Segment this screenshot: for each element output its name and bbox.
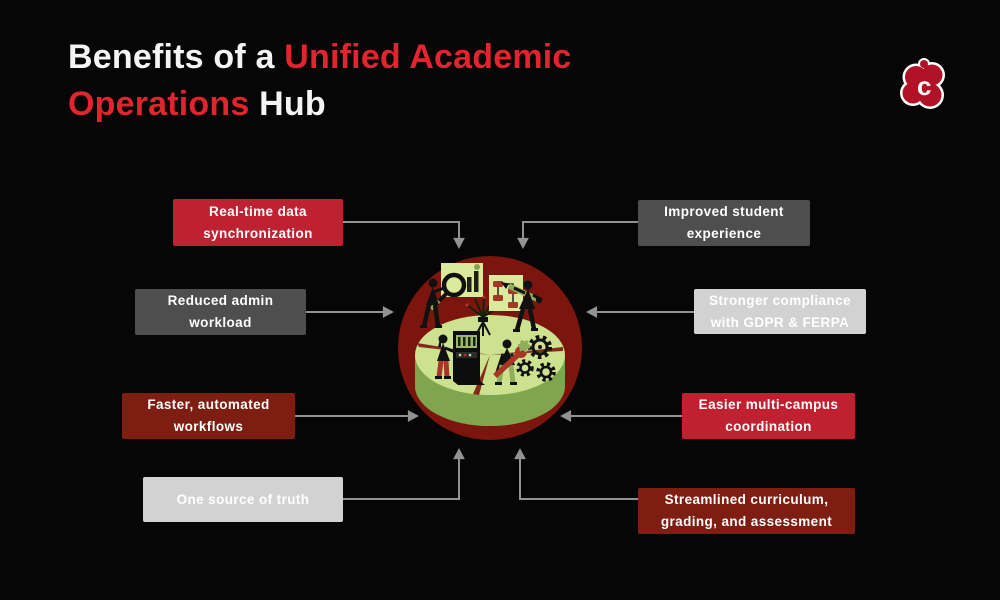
benefit-box-improved-student-experience: Improved student experience xyxy=(638,200,810,246)
page-title: Benefits of a Unified Academic Operation… xyxy=(68,34,748,127)
benefit-label: Streamlined curriculum, grading, and ass… xyxy=(660,492,833,529)
title-red-1: Unified Academic xyxy=(284,38,572,76)
flowchart-board-icon xyxy=(489,275,543,311)
benefit-box-streamlined-curriculum: Streamlined curriculum, grading, and ass… xyxy=(638,488,855,534)
central-hub-illustration xyxy=(398,256,582,440)
benefit-label: Faster, automated workflows xyxy=(147,397,270,434)
title-line-1: Benefits of a Unified Academic xyxy=(68,34,748,81)
benefit-label: Stronger compliance with GDPR & FERPA xyxy=(709,292,851,330)
arrow-real-time-data xyxy=(343,221,465,249)
brand-logo-icon: c xyxy=(900,58,945,109)
benefit-label: Reduced admin workload xyxy=(167,293,274,330)
title-line-2: Operations Hub xyxy=(68,81,748,128)
logo-body xyxy=(902,60,943,107)
person-writer xyxy=(513,280,541,332)
benefit-label: Improved student experience xyxy=(664,204,784,241)
title-white-1: Benefits of a xyxy=(68,38,285,76)
title-white-2: Hub xyxy=(249,84,326,123)
arrow-one-source xyxy=(343,448,465,500)
benefit-box-one-source-of-truth: One source of truth xyxy=(143,477,343,522)
control-kiosk-icon xyxy=(453,331,485,385)
person-operator xyxy=(435,334,456,379)
arrow-improved-student xyxy=(517,221,638,249)
bar-chart-board-icon xyxy=(429,263,483,311)
benefit-box-real-time-data-sync: Real-time data synchronization xyxy=(173,199,343,246)
title-red-2: Operations xyxy=(68,84,250,123)
benefit-box-stronger-compliance: Stronger compliance with GDPR & FERPA xyxy=(694,289,866,334)
logo-letter: c xyxy=(917,71,931,101)
arrow-streamlined-curriculum xyxy=(514,448,638,500)
benefit-box-reduced-admin-workload: Reduced admin workload xyxy=(135,289,306,335)
benefit-label: Real-time data synchronization xyxy=(203,203,313,241)
gears-icon xyxy=(516,335,556,382)
benefit-box-faster-automated-workflows: Faster, automated workflows xyxy=(122,393,295,439)
benefit-label: One source of truth xyxy=(176,491,310,507)
benefit-box-easier-multicampus-coordination: Easier multi-campus coordination xyxy=(682,393,855,439)
magnifying-glass-icon xyxy=(441,272,467,298)
benefit-label: Easier multi-campus coordination xyxy=(698,397,839,434)
person-analyst xyxy=(420,278,445,328)
